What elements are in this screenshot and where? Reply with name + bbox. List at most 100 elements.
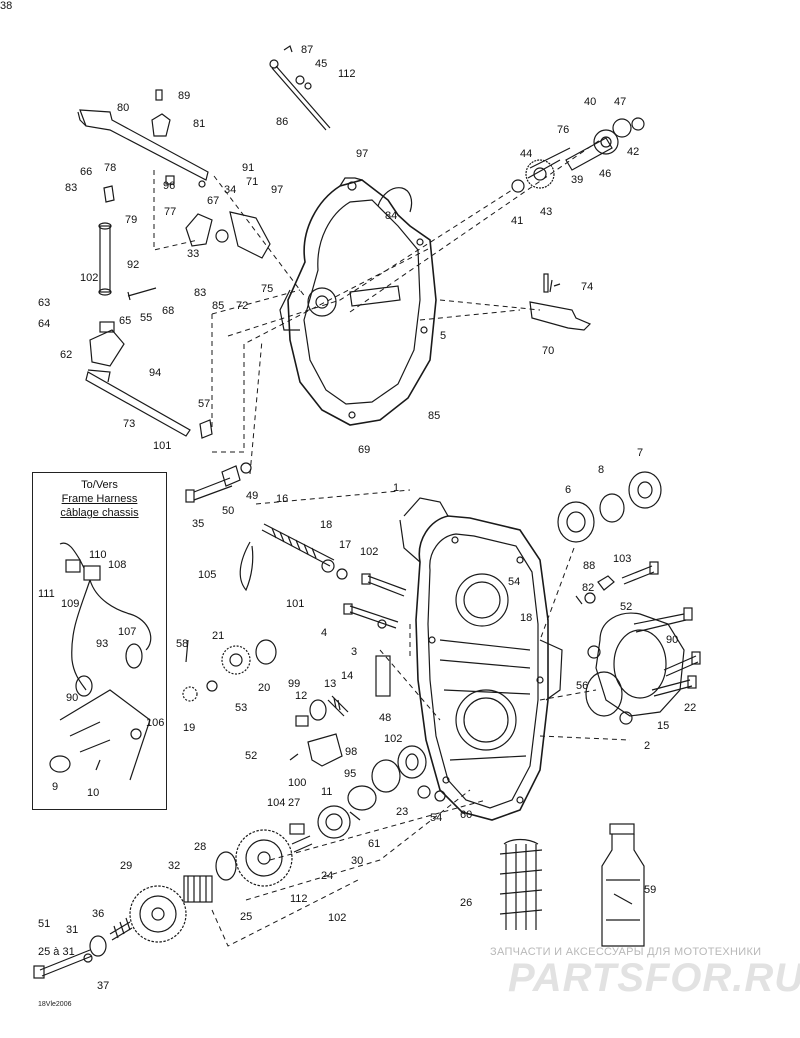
sprocket-25 <box>215 805 361 887</box>
callout-label: 28 <box>194 841 207 853</box>
callout-label: 16 <box>276 493 289 505</box>
callout-label: 97 <box>356 148 369 160</box>
callout-label: 85 <box>212 300 225 312</box>
callout-label: 85 <box>428 410 441 422</box>
callout-label: 30 <box>351 855 364 867</box>
callout-label: 74 <box>581 281 594 293</box>
callout-label: 8 <box>598 464 605 476</box>
callout-label: 25 à 31 <box>38 946 75 958</box>
shift-linkage <box>77 89 271 439</box>
callout-label: 19 <box>183 722 196 734</box>
callout-label: 50 <box>222 505 235 517</box>
callout-label: 112 <box>338 68 356 80</box>
callout-label: 82 <box>582 582 595 594</box>
callout-label: 57 <box>198 398 211 410</box>
callout-label: 84 <box>385 210 398 222</box>
callout-label: 104 <box>267 797 286 809</box>
callout-label: 48 <box>379 712 392 724</box>
callout-label: 102 <box>360 546 379 558</box>
callout-label: 35 <box>192 518 205 530</box>
callout-label: 102 <box>80 272 99 284</box>
callout-label: 58 <box>176 638 189 650</box>
bolt-35 <box>185 462 252 503</box>
callout-label: 76 <box>557 124 570 136</box>
callout-label: 61 <box>368 838 381 850</box>
bolts-3-4 <box>343 573 407 629</box>
chaincase-cover <box>279 177 437 426</box>
callout-label: 17 <box>339 539 352 551</box>
shift-slider <box>289 655 391 767</box>
callout-label: 89 <box>178 90 191 102</box>
callout-label: 105 <box>198 569 217 581</box>
callout-label: 44 <box>520 148 533 160</box>
callout-label: 20 <box>258 682 271 694</box>
callout-label: 83 <box>65 182 78 194</box>
callout-label: 102 <box>384 733 403 745</box>
callout-label: 92 <box>127 259 140 271</box>
reference-code: 18Vle2006 <box>38 1001 72 1008</box>
callout-label: 106 <box>146 717 165 729</box>
callout-label: 14 <box>341 670 354 682</box>
callout-label: 70 <box>542 345 555 357</box>
callout-label: 86 <box>276 116 289 128</box>
callout-label: 55 <box>140 312 153 324</box>
callout-label: 99 <box>288 678 301 690</box>
callout-label: 46 <box>599 168 612 180</box>
callout-label: 90 <box>666 634 679 646</box>
cotter-pin-105 <box>239 541 254 592</box>
callout-label: 33 <box>187 248 200 260</box>
callout-label: 87 <box>301 44 314 56</box>
shaft-16 <box>261 523 348 580</box>
callout-label: 56 <box>576 680 589 692</box>
callout-label: 45 <box>315 58 328 70</box>
callout-label: 81 <box>193 118 206 130</box>
callout-label: 6 <box>565 484 572 496</box>
callout-label: 100 <box>288 777 307 789</box>
callout-label: 29 <box>120 860 133 872</box>
leader-lines-middle <box>211 547 631 947</box>
callout-label: 97 <box>271 184 284 196</box>
callout-label: 64 <box>38 318 51 330</box>
upper-sprocket-set <box>511 117 645 193</box>
callout-label: 13 <box>324 678 337 690</box>
callout-label: 52 <box>620 601 633 613</box>
callout-label: 77 <box>164 206 177 218</box>
callout-label: 25 <box>240 911 253 923</box>
callout-label: 110 <box>89 549 107 561</box>
callout-label: 47 <box>614 96 627 108</box>
callout-label: 27 <box>288 797 301 809</box>
callout-label: 83 <box>194 287 207 299</box>
callout-label: 18 <box>520 612 533 624</box>
callout-label: 63 <box>38 297 51 309</box>
callout-label: 42 <box>627 146 640 158</box>
callout-label: 62 <box>60 349 73 361</box>
pin-86 <box>269 45 331 131</box>
callout-label: 37 <box>97 980 110 992</box>
callout-label: 40 <box>584 96 597 108</box>
callout-label: 9 <box>52 781 59 793</box>
callout-label: 4 <box>321 627 328 639</box>
callout-label: 66 <box>80 166 93 178</box>
callout-label: 101 <box>286 598 305 610</box>
inset-title-line3: câblage chassis <box>60 507 139 519</box>
callout-label: 67 <box>207 195 220 207</box>
callout-label: 41 <box>511 215 524 227</box>
callout-label: 103 <box>613 553 632 565</box>
callout-label: 2 <box>644 740 651 752</box>
callout-label: 68 <box>162 305 175 317</box>
callout-label: 26 <box>460 897 473 909</box>
callout-label: 107 <box>118 626 137 638</box>
callout-label: 51 <box>38 918 51 930</box>
cover-plate-53 <box>585 607 701 725</box>
callout-label: 1 <box>393 482 400 494</box>
callout-label: 60 <box>460 809 473 821</box>
callout-label: 78 <box>104 162 117 174</box>
callout-label: 15 <box>657 720 670 732</box>
harness-inset-drawing <box>49 542 152 781</box>
callout-label: 94 <box>149 367 162 379</box>
callout-label: 101 <box>153 440 172 452</box>
callout-label: 3 <box>351 646 358 658</box>
callout-label: 108 <box>108 559 127 571</box>
callout-label: 59 <box>644 884 657 896</box>
